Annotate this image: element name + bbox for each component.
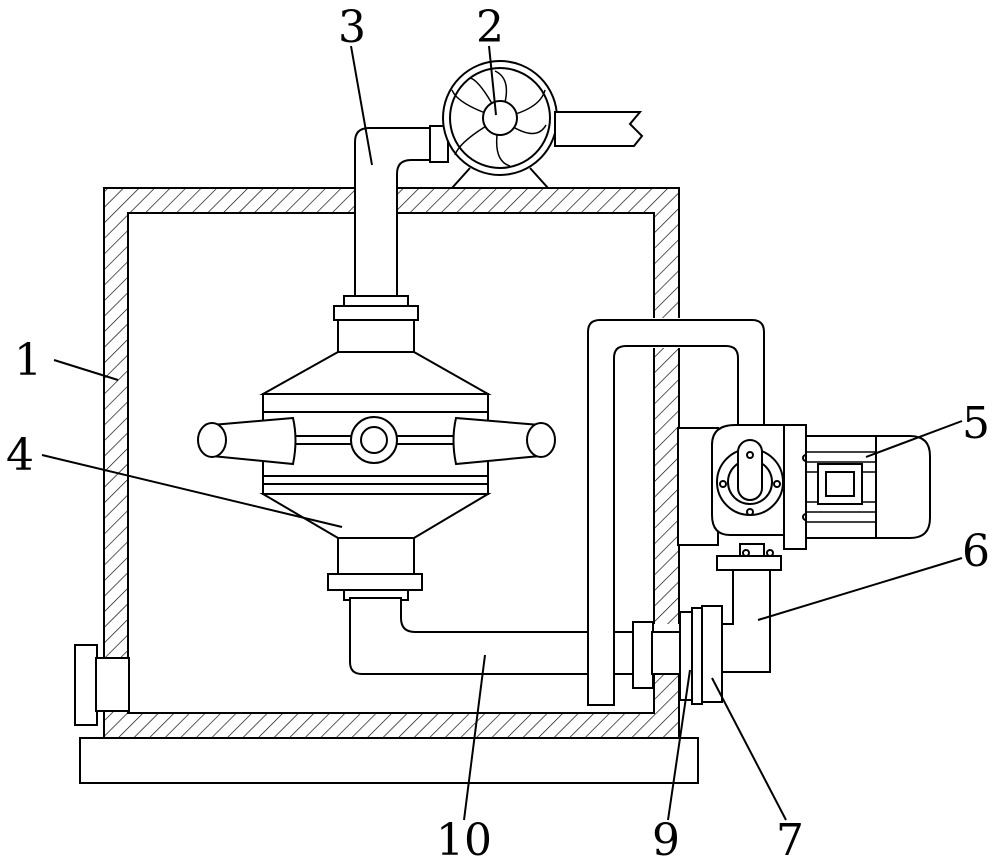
label-6: 6: [962, 526, 990, 577]
label-9: 9: [652, 815, 680, 865]
pump-outlet-pipe: [716, 555, 782, 673]
label-1: 1: [14, 335, 42, 386]
label-7: 7: [776, 815, 804, 865]
side-hatch: [74, 644, 130, 726]
label-10: 10: [436, 815, 492, 865]
label-2: 2: [476, 2, 504, 53]
leader-lines: [41, 45, 963, 821]
label-3: 3: [338, 2, 366, 53]
fan-icon: [429, 60, 644, 189]
label-5: 5: [962, 398, 990, 449]
separator-vessel: [197, 295, 556, 601]
pipe-flange: [632, 621, 683, 689]
motor-icon: [783, 424, 931, 550]
pump-icon: [677, 424, 786, 557]
label-4: 4: [6, 430, 34, 481]
base-plate: [79, 737, 699, 784]
